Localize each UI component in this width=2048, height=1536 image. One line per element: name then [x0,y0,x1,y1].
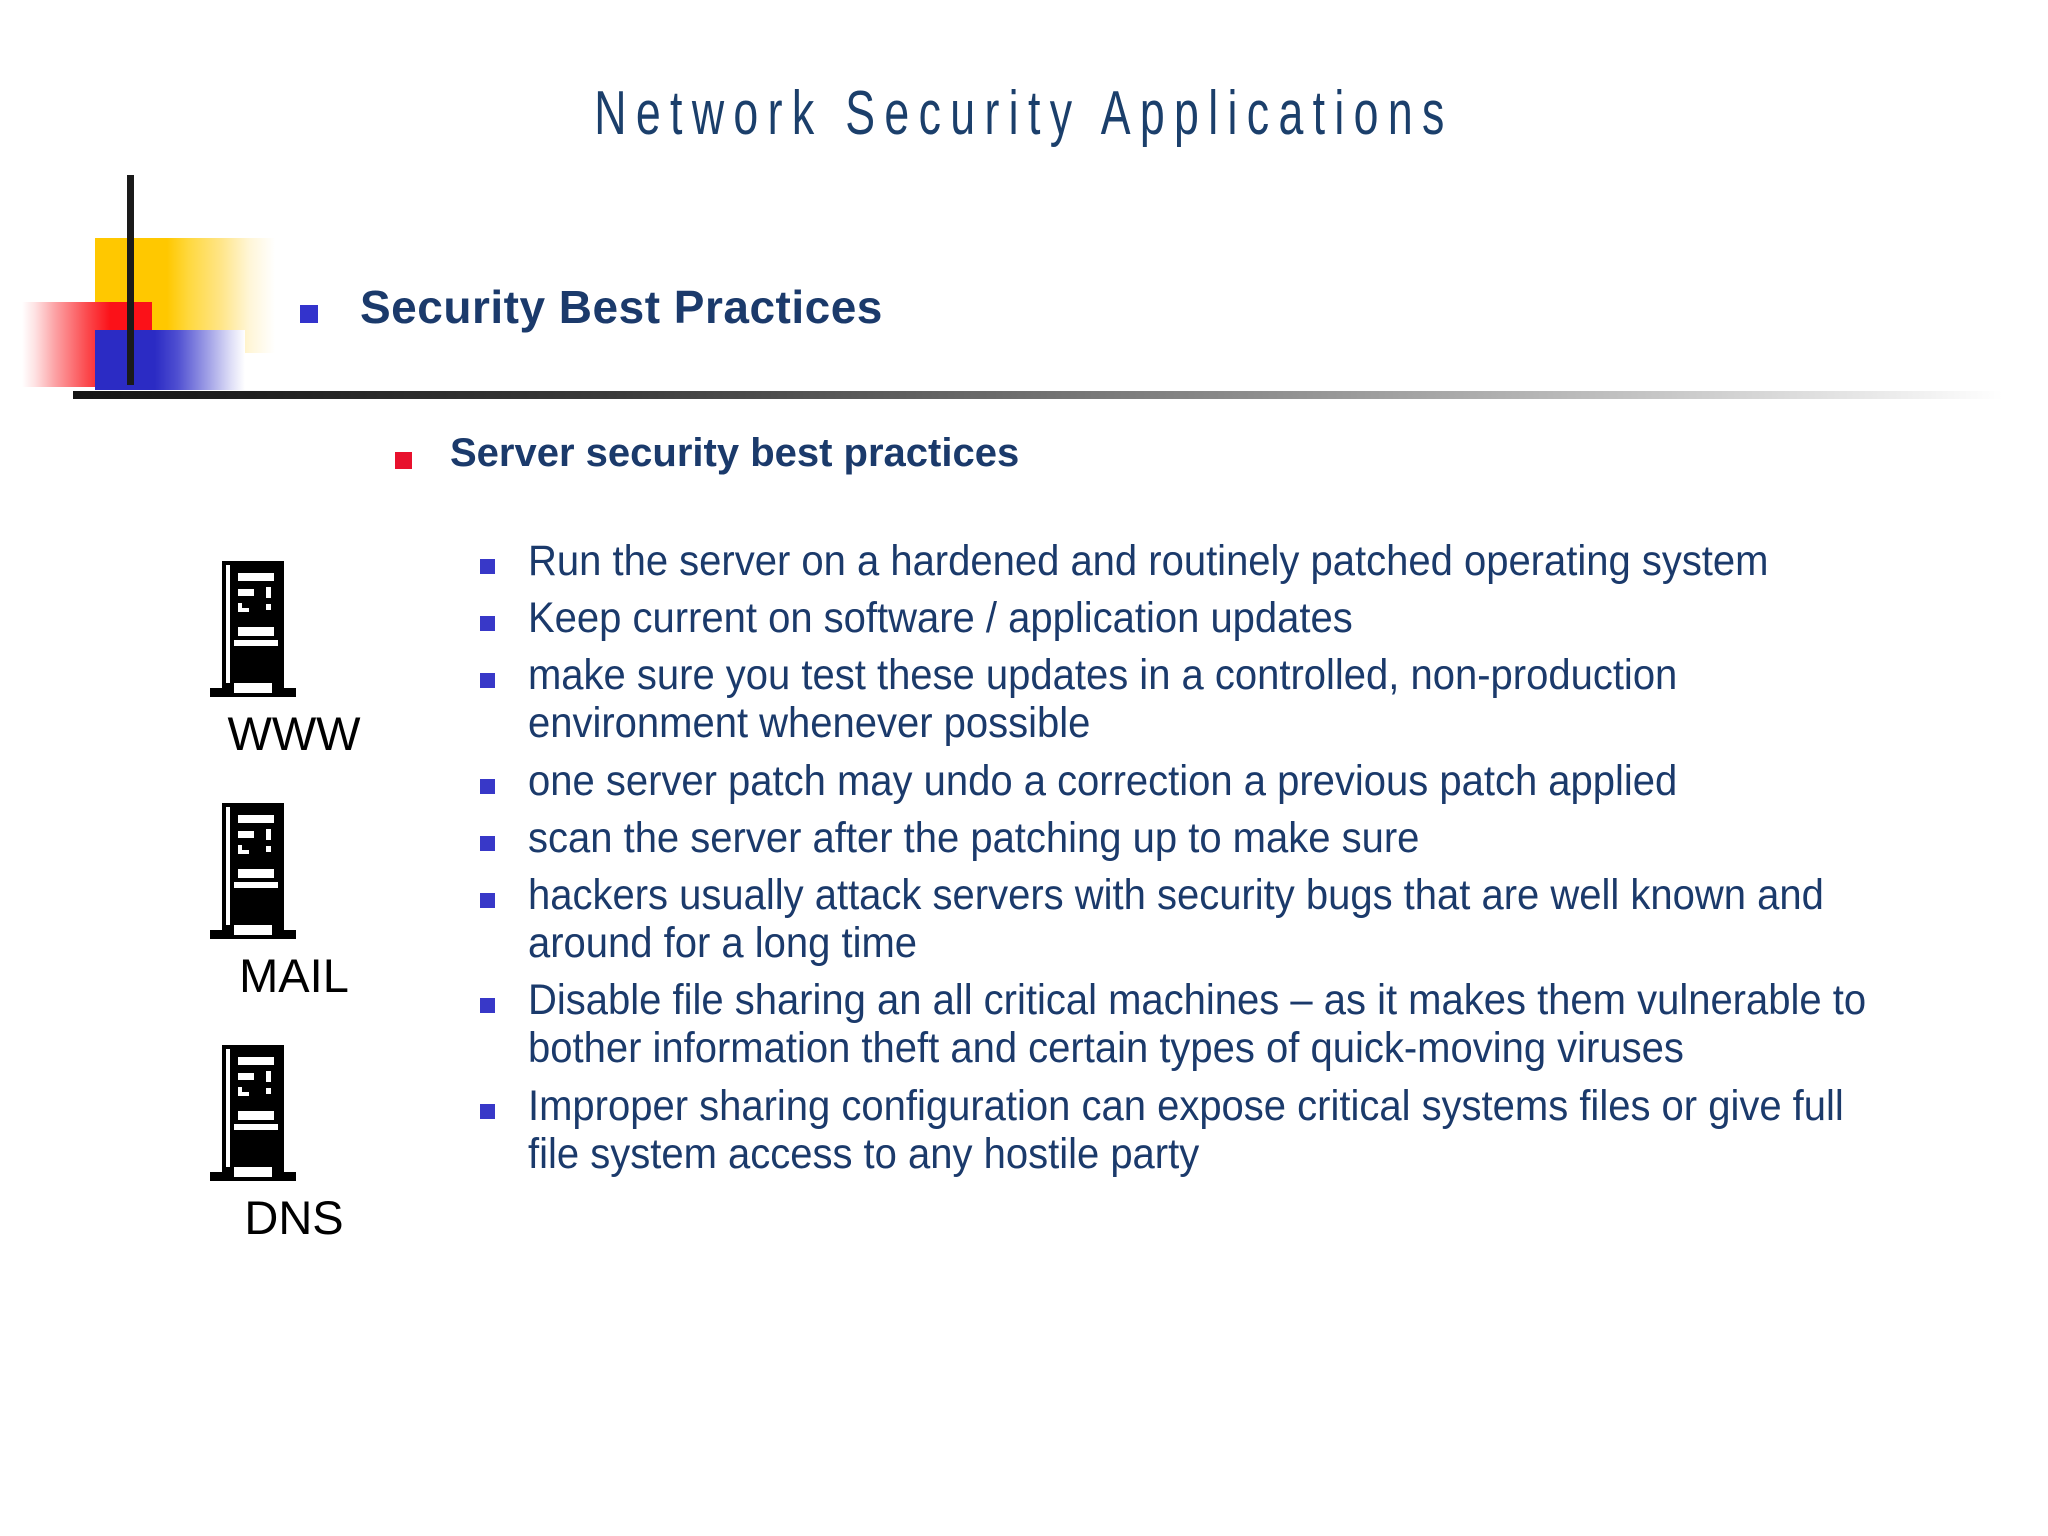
heading-level2-label: Server security best practices [450,431,1020,475]
server-item: MAIL [150,797,450,1003]
best-practices-list: Run the server on a hardened and routine… [480,537,1980,1187]
list-item-text: Disable file sharing an all critical mac… [528,976,1867,1073]
server-label: DNS [244,1191,344,1244]
square-bullet-icon [480,998,495,1014]
server-tower-icon [210,1045,296,1181]
server-tower-icon [210,803,296,939]
page-title: Network Security Applications [594,79,1454,148]
server-item: DNS [150,1039,450,1245]
server-icon-column: WWW MAIL [150,555,450,1245]
square-bullet-icon [480,1103,495,1119]
heading-level2: Server security best practices [395,432,1019,474]
list-item: make sure you test these updates in a co… [480,651,1980,747]
square-bullet-icon [480,673,495,689]
list-item: Keep current on software / application u… [480,594,1980,642]
server-item: WWW [150,555,450,761]
logo-vertical-rule [127,175,134,385]
list-item-text: hackers usually attack servers with secu… [528,870,1824,968]
list-item: Improper sharing configuration can expos… [480,1082,1980,1178]
square-bullet-icon [480,616,495,632]
list-item: Disable file sharing an all critical mac… [480,976,1980,1072]
square-bullet-icon [480,892,495,908]
server-tower-icon [210,561,296,697]
heading-level1-label: Security Best Practices [360,281,883,333]
square-bullet-icon [480,559,495,574]
logo-blue-square [95,330,245,390]
list-item: one server patch may undo a correction a… [480,757,1980,805]
list-item: hackers usually attack servers with secu… [480,871,1980,967]
horizontal-divider-rule [73,391,2003,399]
decorative-logo [22,175,312,390]
list-item-text: Keep current on software / application u… [528,594,1353,643]
list-item-text: scan the server after the patching up to… [528,813,1420,862]
heading-level1: Security Best Practices [300,283,883,331]
list-item-text: Improper sharing configuration can expos… [528,1081,1844,1178]
square-bullet-red-icon [395,452,412,469]
list-item-text: one server patch may undo a correction a… [528,756,1678,805]
server-label: WWW [227,707,361,760]
list-item-text: Run the server on a hardened and routine… [528,537,1769,585]
list-item-text: make sure you test these updates in a co… [528,651,1678,748]
square-bullet-icon [300,305,318,323]
square-bullet-icon [480,835,495,851]
list-item: scan the server after the patching up to… [480,814,1980,862]
square-bullet-icon [480,778,495,794]
server-label: MAIL [239,949,349,1002]
list-item: Run the server on a hardened and routine… [480,537,1980,585]
